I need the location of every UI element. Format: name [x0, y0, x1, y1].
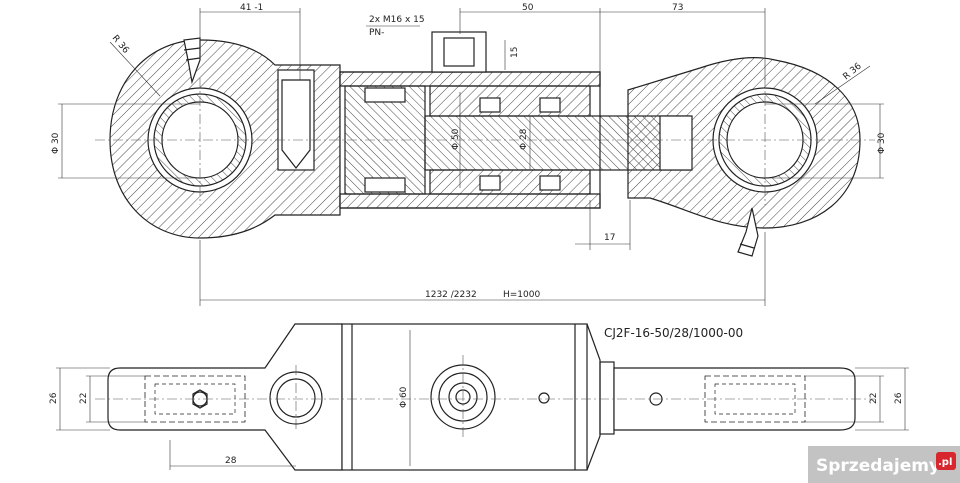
watermark: Sprzedajemy .pl [808, 446, 960, 483]
small-hole [538, 392, 550, 404]
barrel-top [341, 323, 588, 471]
part-number: CJ2F-16-50/28/1000-00 [604, 326, 743, 340]
grease-nipple-right [737, 207, 759, 257]
section-view: 41 -1 2x M16 x 15 PN- 50 73 R 36 R 36 Φ … [51, 3, 887, 306]
left-clevis-plate [107, 323, 343, 471]
dim-41: 41 -1 [240, 3, 263, 13]
dim-port-15: 15 [510, 47, 520, 58]
dim-50-top: 50 [522, 3, 534, 13]
dim-dia50: Φ 50 [451, 128, 461, 150]
dim-port-pn: PN- [369, 28, 384, 38]
dim-26-left: 26 [49, 392, 59, 404]
watermark-badge [936, 452, 956, 470]
watermark-suffix: .pl [938, 457, 952, 468]
dim-dia28: Φ 28 [519, 128, 529, 150]
dim-26-right: 26 [894, 392, 904, 404]
gland [429, 85, 591, 117]
dim-22-right: 22 [869, 393, 879, 404]
dim-port-thread: 2x M16 x 15 [369, 15, 425, 25]
dim-stroke: H=1000 [503, 290, 540, 300]
dim-dia30-left: Φ 30 [51, 132, 61, 154]
top-view-dimension-labels: 26 22 22 26 Φ 60 28 CJ2F-16-50/28/1000-0… [49, 326, 904, 466]
dim-17: 17 [604, 233, 615, 243]
grease-nipple-left [183, 37, 201, 85]
top-view: 26 22 22 26 Φ 60 28 CJ2F-16-50/28/1000-0… [49, 323, 909, 471]
dim-r36-right: R 36 [842, 61, 864, 82]
dim-28: 28 [225, 456, 237, 466]
dim-length: 1232 /2232 [425, 290, 477, 300]
dim-73: 73 [672, 3, 683, 13]
dim-dia60: Φ 60 [399, 386, 409, 408]
watermark-text: Sprzedajemy [816, 456, 940, 476]
dim-22-left: 22 [79, 393, 89, 404]
dim-dia30-right: Φ 30 [877, 132, 887, 154]
